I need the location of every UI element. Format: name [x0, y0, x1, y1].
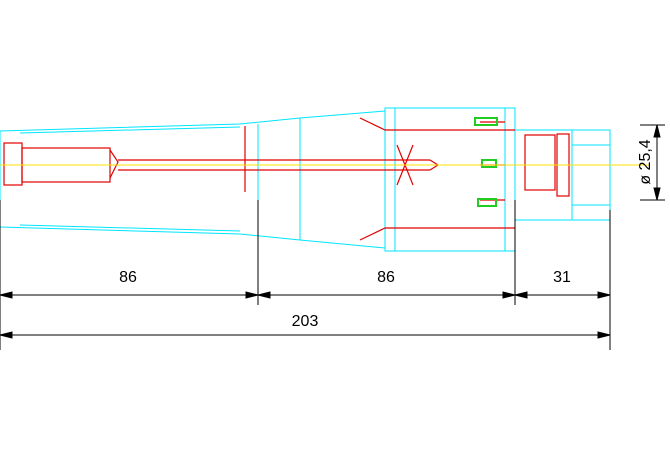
dimension-label-total: 203	[292, 313, 319, 330]
dimension-lines	[0, 124, 665, 350]
dimension-label-diameter: ø 25,4	[637, 139, 654, 184]
dimension-label-seg2: 86	[377, 269, 395, 286]
green-slots	[474, 117, 498, 207]
dimension-labels: 86 86 31 203 ø 25,4	[119, 139, 654, 330]
dimension-label-seg1: 86	[119, 269, 137, 286]
dimension-label-seg3: 31	[553, 269, 571, 286]
inner-details	[3, 117, 570, 241]
part-outline	[0, 107, 611, 252]
